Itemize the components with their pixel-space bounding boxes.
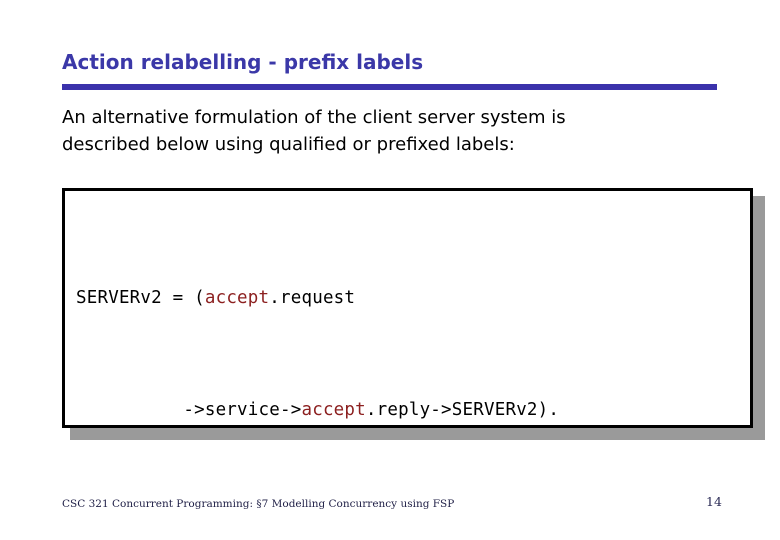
page-title: Action relabelling - prefix labels [62,50,424,74]
code-line-2-pre: ->service-> [76,400,302,420]
body-line-1: An alternative formulation of the client… [62,107,566,128]
code-line-1-keyword: accept [204,288,270,308]
title-underline-rule [62,84,717,90]
body-line-2: described below using qualified or prefi… [62,134,515,155]
code-line-2-post: .reply->SERVERv2). [365,400,560,420]
code-line-2-keyword: accept [301,400,366,420]
code-listing: SERVERv2 = (accept.request ->service->ac… [76,200,746,425]
footer-course-note: CSC 321 Concurrent Programming: §7 Model… [62,498,455,510]
code-block: SERVERv2 = (accept.request ->service->ac… [62,188,753,428]
code-line-1-pre: SERVERv2 = ( [76,288,205,308]
code-line-1-post: .request [269,288,356,308]
body-paragraph: An alternative formulation of the client… [62,104,732,158]
code-line-2: ->service->accept.reply->SERVERv2). [76,396,746,424]
code-line-1: SERVERv2 = (accept.request [76,284,746,312]
page-number: 14 [706,494,722,509]
